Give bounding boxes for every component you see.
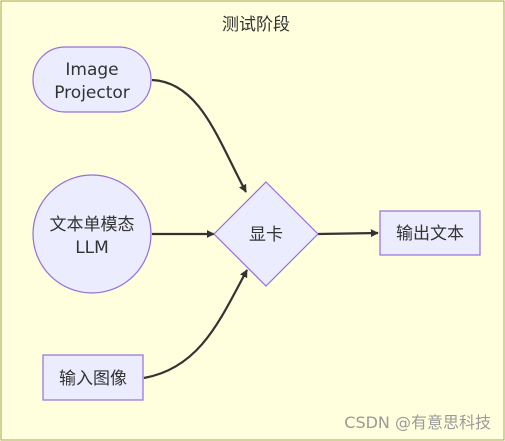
node-image-projector[interactable]: Image Projector	[32, 46, 152, 113]
node-input-image-label: 输入图像	[59, 369, 127, 389]
node-image-projector-label-line2: Projector	[54, 83, 130, 103]
edge-input-image-to-gpu	[143, 269, 248, 380]
node-output-text[interactable]: 输出文本	[379, 210, 481, 256]
node-text-llm[interactable]: 文本单模态 LLM	[32, 174, 152, 294]
node-image-projector-label-line1: Image	[65, 60, 118, 80]
node-gpu[interactable]: 显卡	[213, 181, 319, 287]
edge-gpu-to-output-text	[317, 229, 379, 238]
node-output-text-label: 输出文本	[396, 224, 464, 244]
watermark-text: CSDN @有意思科技	[344, 413, 491, 432]
edge-image-projector-to-gpu	[151, 78, 247, 193]
node-input-image[interactable]: 输入图像	[42, 354, 144, 401]
node-text-llm-label-line1: 文本单模态	[50, 215, 135, 235]
subgraph-title: 测试阶段	[222, 15, 290, 35]
node-gpu-label: 显卡	[249, 225, 283, 245]
node-text-llm-label-line2: LLM	[75, 238, 109, 258]
